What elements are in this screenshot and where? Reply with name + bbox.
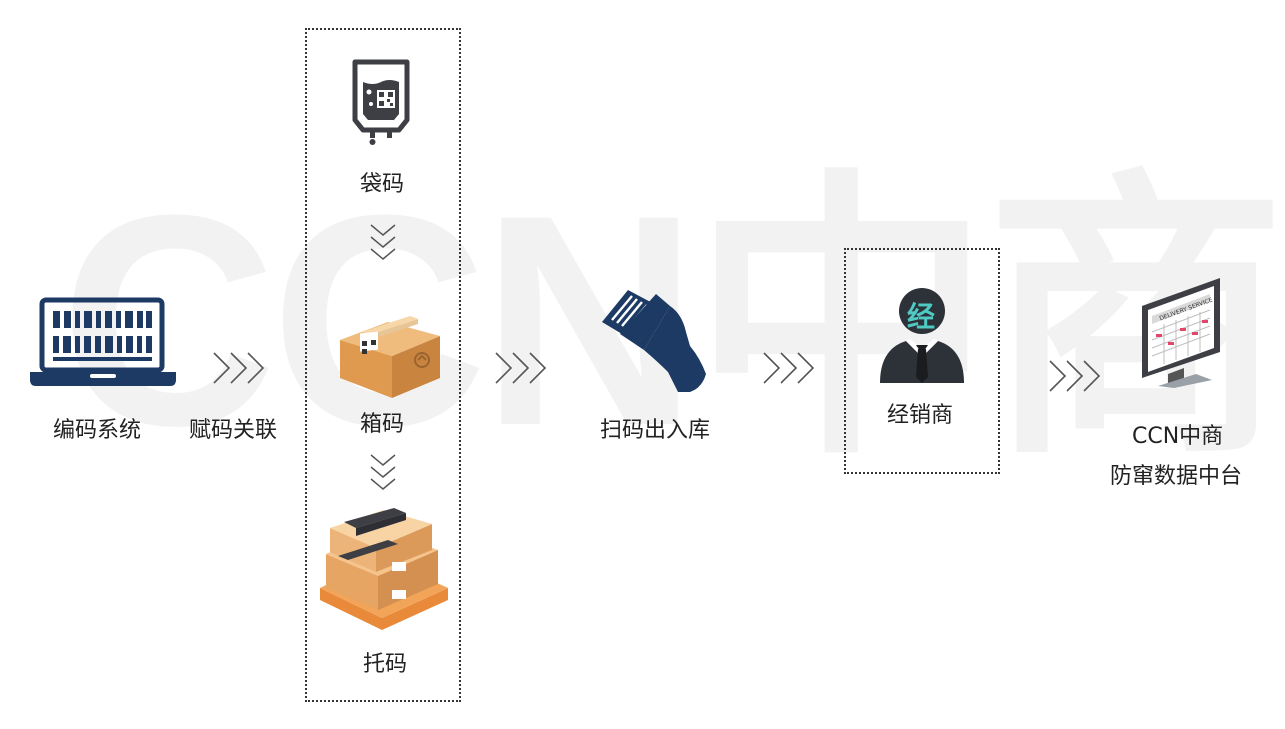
chevron-down-arrows-2: [370, 454, 396, 490]
pallet-code-label: 托码: [363, 652, 408, 677]
monitor-dashboard-icon: [1142, 278, 1220, 388]
chevron-right-arrows-2: [495, 352, 547, 384]
coding-system-label: 编码系统: [53, 418, 142, 443]
chevron-right-arrows-4: [1049, 360, 1101, 392]
chevron-right-arrows-3: [763, 352, 815, 384]
pallet-boxes-icon: [320, 508, 448, 630]
barcode-scanner-icon: [602, 290, 706, 392]
packaging-group-box: [305, 28, 461, 702]
laptop-barcode-icon: [30, 297, 176, 386]
distributor-badge: 经: [907, 300, 936, 333]
link-label: 赋码关联: [189, 418, 278, 443]
cardboard-box-icon: [340, 316, 440, 398]
box-code-label: 箱码: [360, 412, 405, 437]
platform-label-line2: 防窜数据中台: [1110, 464, 1243, 489]
scan-in-out-label: 扫码出入库: [600, 418, 711, 443]
distributor-box: [844, 248, 1000, 474]
chevron-right-arrows-1: [213, 352, 265, 384]
distributor-person-icon: [880, 288, 964, 383]
distributor-label: 经销商: [887, 403, 954, 428]
bag-qr-icon: [352, 59, 410, 145]
bag-code-label: 袋码: [360, 172, 405, 197]
platform-label-line1: CCN中商: [1132, 424, 1224, 449]
chevron-down-arrows-1: [370, 224, 396, 260]
